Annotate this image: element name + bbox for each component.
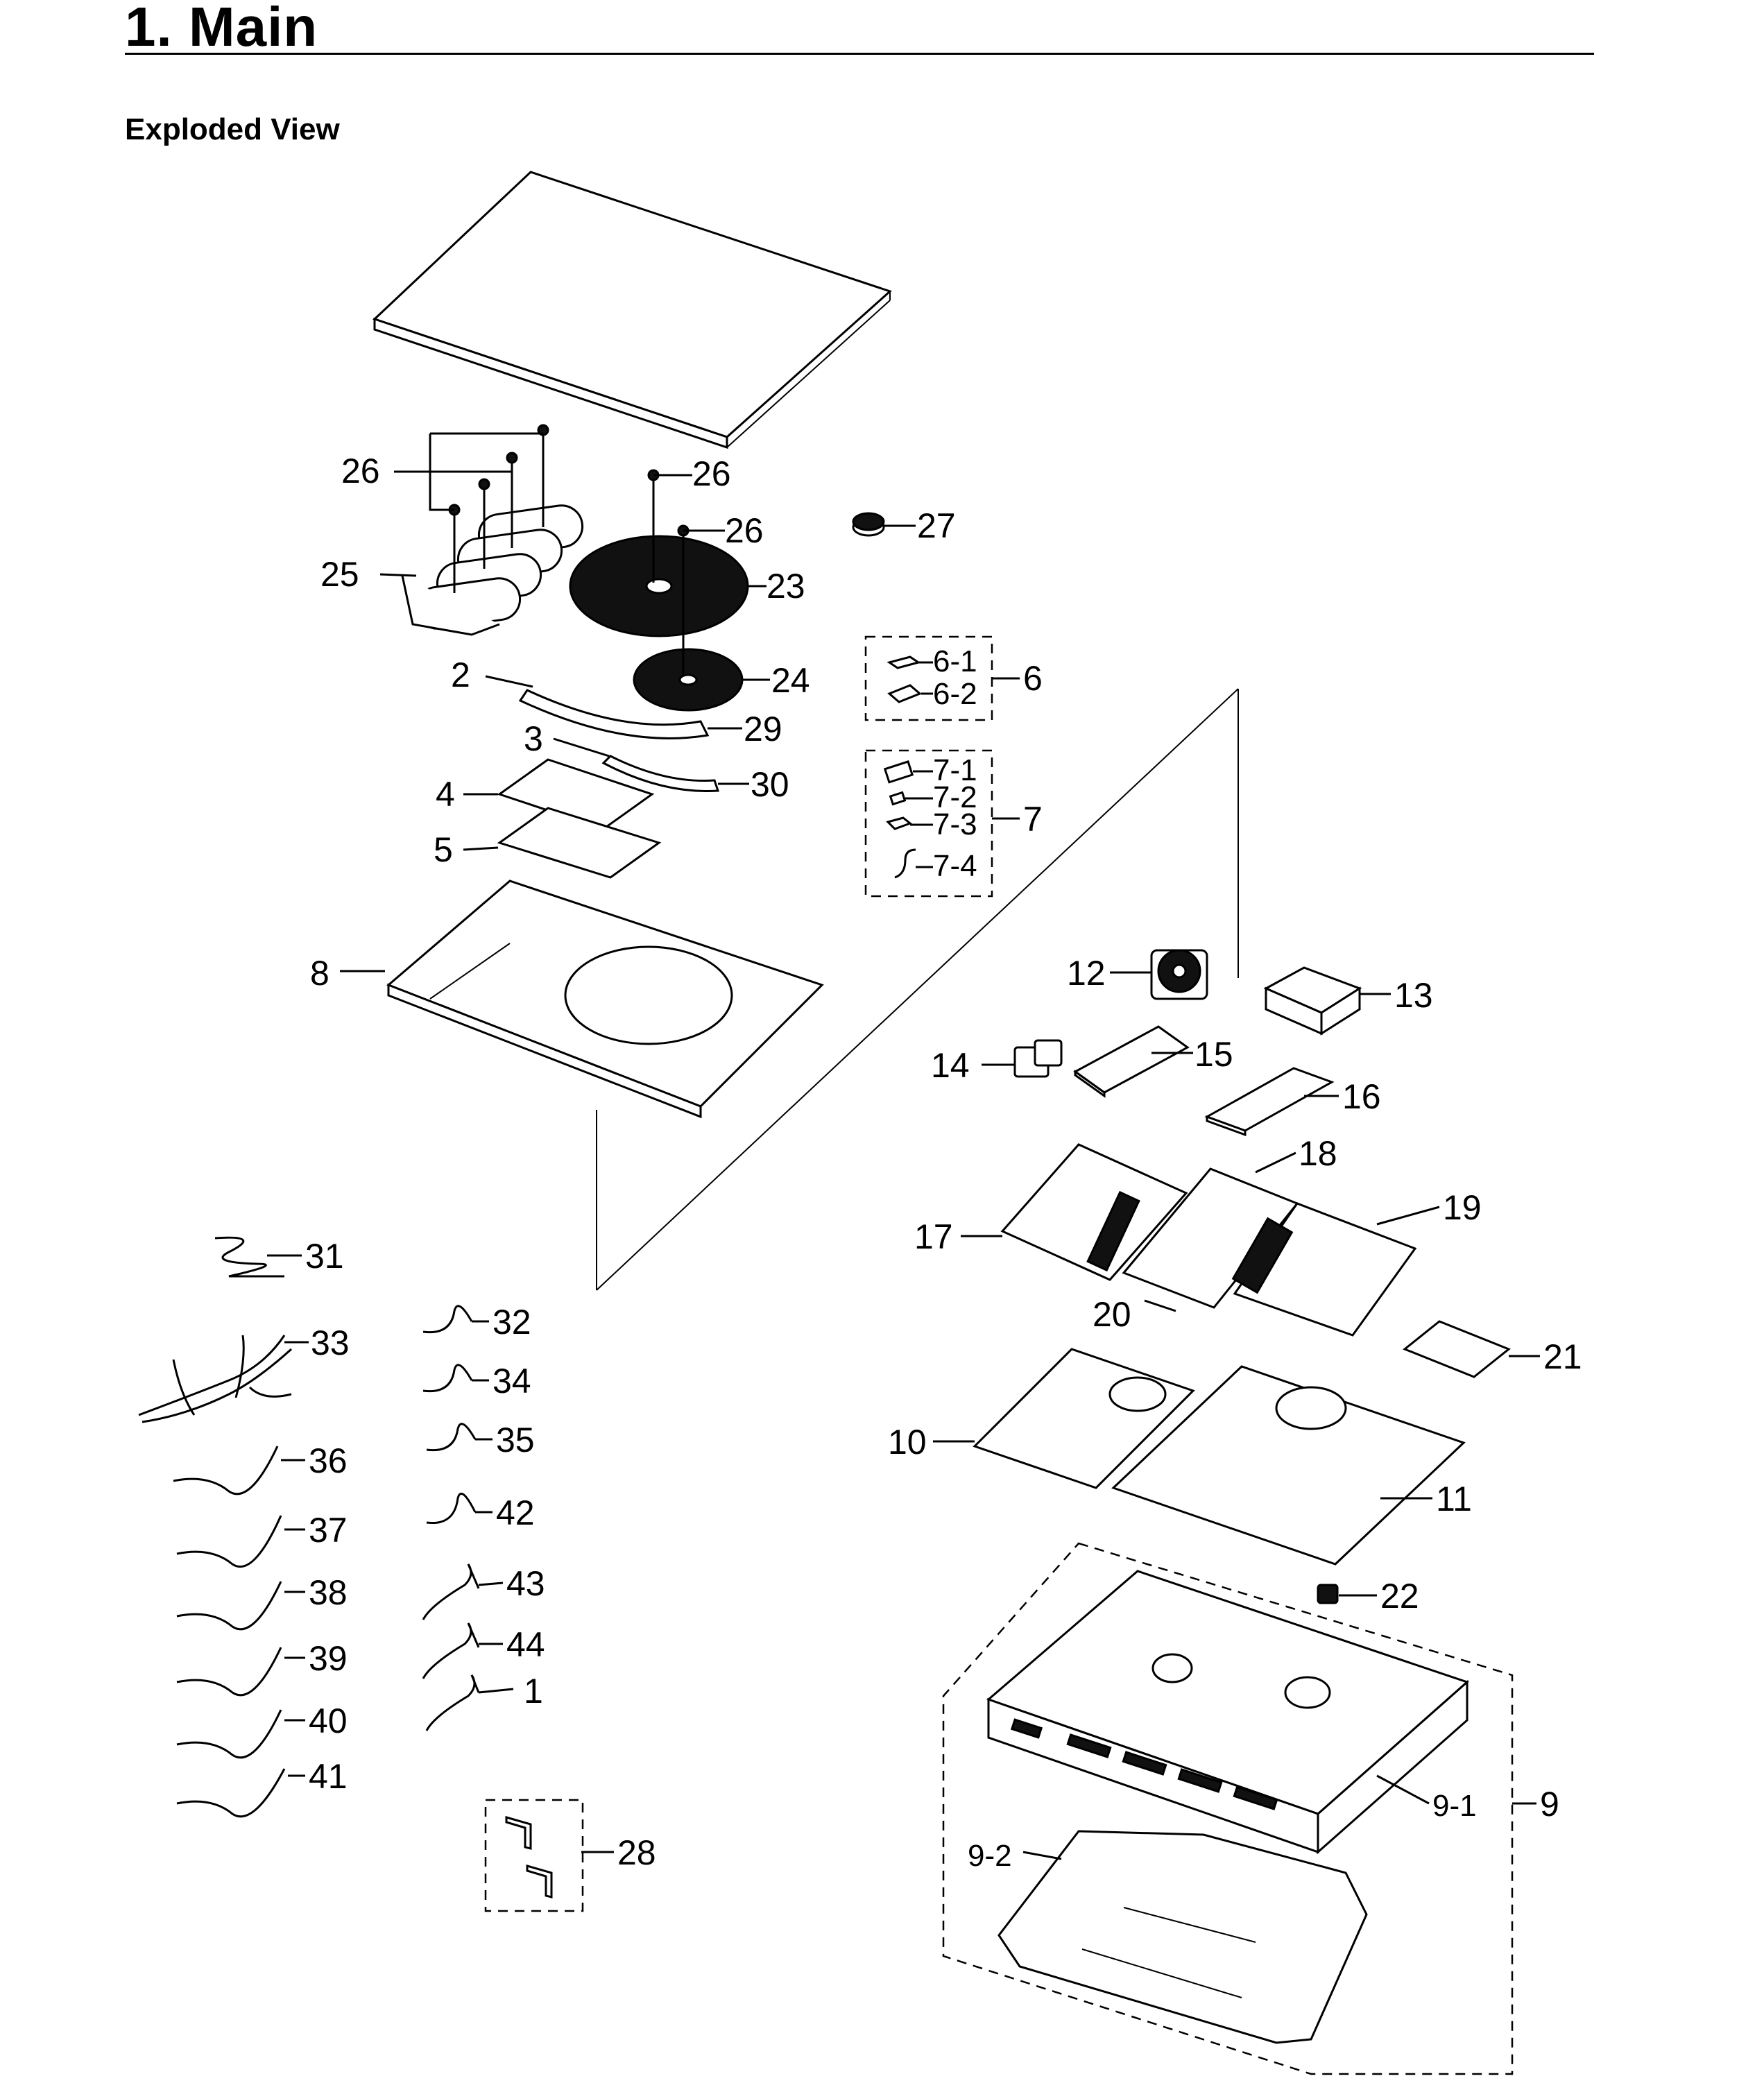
group-9-box	[942, 1542, 1536, 2075]
callout-16: 16	[1342, 1077, 1381, 1116]
callout-19: 19	[1443, 1188, 1482, 1227]
part-23-large-coil	[569, 469, 767, 637]
part-22-connector	[1317, 1584, 1377, 1604]
group-28-box	[484, 1799, 614, 1912]
callout-34: 34	[493, 1362, 531, 1400]
callout-33: 33	[311, 1323, 350, 1362]
part-26-pins-left	[379, 424, 549, 593]
part-21-sheet	[1403, 1320, 1540, 1378]
callout-20: 20	[1093, 1295, 1131, 1334]
callout-38: 38	[309, 1573, 348, 1612]
callout-13: 13	[1394, 976, 1433, 1015]
callout-22: 22	[1380, 1577, 1419, 1615]
callout-26-top: 26	[692, 454, 731, 493]
part-24-small-coil	[633, 524, 770, 712]
callout-7: 7	[1023, 800, 1043, 839]
callout-14: 14	[931, 1046, 970, 1085]
callout-32: 32	[493, 1303, 531, 1341]
callout-5: 5	[434, 830, 453, 869]
page-title: 1. Main	[125, 0, 318, 58]
part-2-29-arc	[485, 675, 742, 739]
group-7-box	[864, 749, 1020, 898]
callout-25: 25	[320, 555, 359, 594]
callout-7-2: 7-2	[933, 780, 977, 814]
part-5-control-pcb	[463, 807, 662, 879]
callout-29: 29	[744, 710, 782, 748]
callout-43: 43	[506, 1564, 545, 1603]
part-14-block	[982, 1039, 1063, 1078]
callout-7-3: 7-3	[933, 807, 977, 841]
callout-26-left: 26	[341, 452, 380, 490]
part-15-plate	[1073, 1025, 1193, 1098]
callout-6-2: 6-2	[933, 677, 977, 711]
part-8-frame	[340, 880, 824, 1119]
part-3-30-arc	[553, 737, 749, 792]
callout-10: 10	[888, 1423, 927, 1461]
part-10-bracket	[933, 1348, 1195, 1489]
part-glass-top	[373, 171, 892, 449]
callout-1: 1	[524, 1672, 543, 1711]
callout-41: 41	[309, 1757, 348, 1796]
part-31-tube	[214, 1236, 302, 1278]
group-6-box	[864, 635, 1020, 721]
callout-40: 40	[309, 1701, 348, 1740]
callout-26-mid: 26	[725, 511, 764, 550]
callout-9-2: 9-2	[968, 1839, 1012, 1873]
callout-36: 36	[309, 1441, 348, 1480]
wires-j-shaped	[422, 1305, 493, 1525]
callout-35: 35	[496, 1421, 535, 1459]
callout-12: 12	[1067, 954, 1106, 993]
callout-8: 8	[310, 954, 329, 993]
section-title: Exploded View	[125, 112, 340, 146]
callout-31: 31	[305, 1237, 344, 1276]
callout-11: 11	[1436, 1480, 1472, 1518]
part-13-box	[1263, 966, 1391, 1036]
callout-6: 6	[1023, 659, 1043, 698]
callout-18: 18	[1299, 1134, 1337, 1173]
callout-24: 24	[771, 661, 810, 700]
callout-15: 15	[1194, 1035, 1233, 1074]
harness-wires-36-41	[173, 1446, 305, 1818]
wires-loop	[422, 1563, 514, 1731]
callout-37: 37	[309, 1511, 348, 1550]
callout-9-1: 9-1	[1432, 1789, 1477, 1823]
part-27-knob	[852, 512, 916, 537]
callout-21: 21	[1543, 1337, 1582, 1376]
part-20-board	[1144, 1299, 1176, 1312]
callout-17: 17	[914, 1217, 953, 1256]
callout-7-1: 7-1	[933, 753, 977, 787]
callout-42: 42	[496, 1493, 535, 1532]
part-25-flexi-coils	[401, 504, 584, 636]
part-19-pcb	[1231, 1202, 1440, 1337]
part-33-harness	[138, 1335, 309, 1423]
callout-9: 9	[1540, 1785, 1559, 1824]
callout-28: 28	[617, 1833, 656, 1872]
part-16-plate	[1204, 1067, 1339, 1137]
callout-4: 4	[436, 775, 455, 814]
part-11-bracket	[1111, 1365, 1466, 1566]
guide-lines	[596, 688, 1239, 1291]
callout-44: 44	[506, 1625, 545, 1664]
part-12-fan	[1110, 949, 1208, 1000]
callout-7-4: 7-4	[933, 849, 977, 883]
title-rule	[125, 53, 1594, 55]
part-17-pcb	[961, 1143, 1188, 1281]
callout-6-1: 6-1	[933, 644, 977, 678]
callout-labels: 26 26 26 27 25 23 24 2 29 3 30 4 5 8 6-1…	[305, 452, 1582, 1873]
callout-27: 27	[917, 506, 956, 545]
callout-23: 23	[767, 567, 805, 606]
callout-2: 2	[451, 655, 470, 694]
callout-3: 3	[524, 719, 543, 758]
callout-30: 30	[751, 765, 789, 804]
callout-39: 39	[309, 1639, 348, 1678]
